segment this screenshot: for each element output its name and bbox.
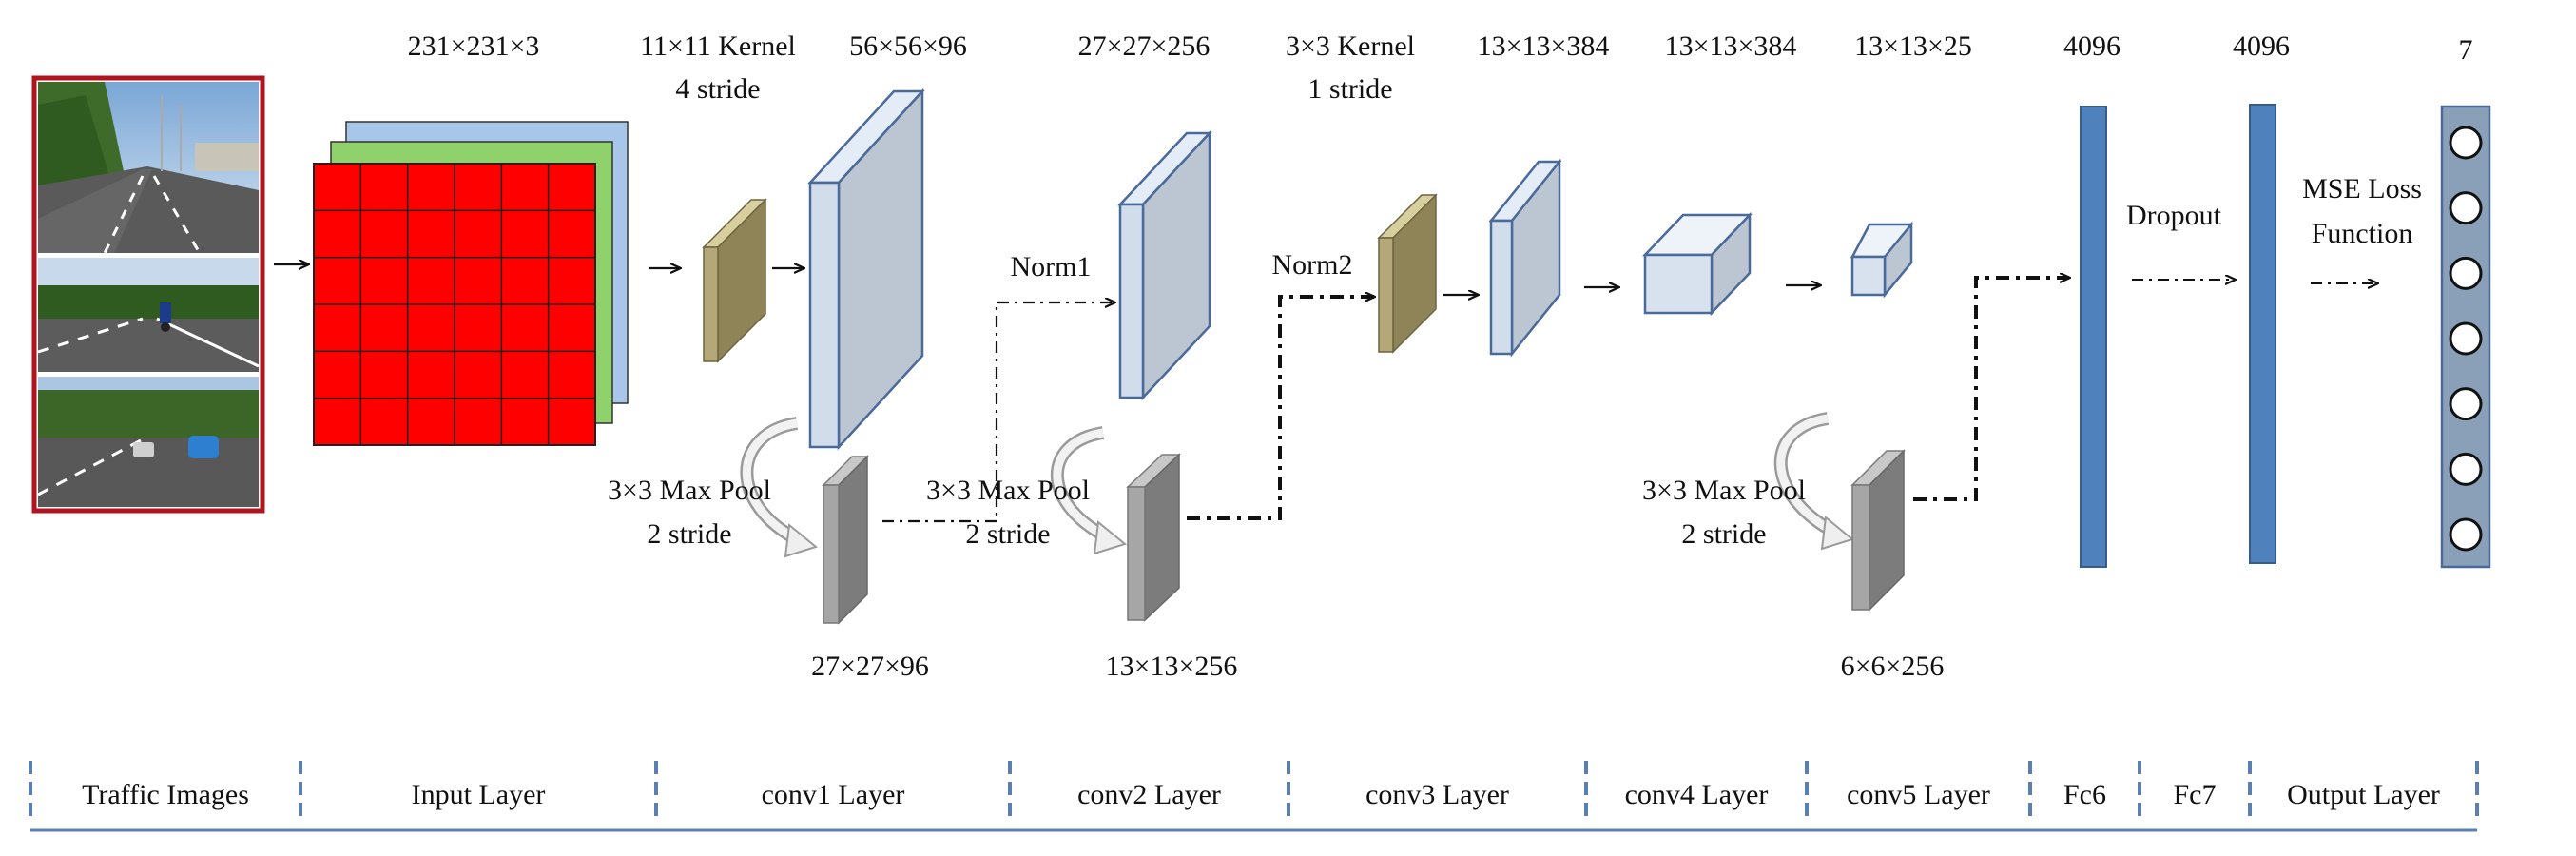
norm1-label: Norm1 (1011, 251, 1092, 282)
norm2-label: Norm2 (1272, 249, 1353, 281)
conv5-feature-map (1850, 221, 1914, 299)
output-dims-label: 7 (2459, 34, 2473, 66)
traffic-image-3 (37, 377, 259, 507)
conv2-feature-map (1117, 129, 1212, 401)
fc6-dims-label: 4096 (2063, 30, 2121, 62)
stage-label: conv1 Layer (762, 779, 905, 810)
fc7-dims-label: 4096 (2233, 30, 2290, 62)
conv2-dims-label: 27×27×256 (1078, 30, 1211, 62)
pool1-block (822, 455, 869, 625)
stage-label: conv4 Layer (1625, 779, 1769, 810)
kernel3-block (1377, 193, 1438, 354)
pool1-label-line1: 3×3 Max Pool (608, 475, 771, 506)
output-node (2449, 387, 2483, 421)
dropout-label: Dropout (2126, 200, 2222, 231)
kernel1-size-label: 11×11 Kernel (640, 30, 796, 62)
stage-label: Fc6 (2063, 779, 2106, 810)
stage-label: Traffic Images (82, 779, 249, 810)
output-layer (2440, 105, 2491, 569)
kernel3-stride-label: 1 stride (1307, 73, 1392, 105)
pool3-label-line1: 3×3 Max Pool (1642, 475, 1806, 506)
pool3-label-line2: 2 stride (1681, 518, 1766, 550)
pool1-label-line2: 2 stride (647, 518, 731, 550)
traffic-image-2 (37, 258, 260, 372)
pool2-block (1126, 453, 1181, 622)
conv1-feature-map (807, 88, 925, 451)
stage-label: conv2 Layer (1077, 779, 1221, 810)
conv3-feature-map (1488, 158, 1562, 358)
kernel1-stride-label: 4 stride (675, 73, 760, 105)
stage-label: conv3 Layer (1365, 779, 1509, 810)
pool2-label-line2: 2 stride (965, 518, 1050, 550)
conv1-dims-label: 56×56×96 (849, 30, 967, 62)
stage-label: Fc7 (2174, 779, 2217, 810)
kernel3-size-label: 3×3 Kernel (1286, 30, 1415, 62)
input-dims-label: 231×231×3 (408, 30, 540, 62)
norm2-connector (1187, 297, 1374, 520)
conv5-dims-label: 13×13×25 (1854, 30, 1972, 62)
pool1-dims-label: 27×27×96 (811, 651, 929, 682)
conv4-dims-label: 13×13×384 (1665, 30, 1797, 62)
loss-label-line1: MSE Loss (2302, 173, 2422, 204)
stage-bar: Traffic Images Input Layer conv1 Layer conv… (29, 761, 2479, 832)
output-node (2449, 126, 2483, 160)
norm1-connector (882, 302, 1114, 523)
fc6-bar (2080, 106, 2107, 568)
pool3-dims-label: 6×6×256 (1841, 651, 1945, 682)
stage-label: Output Layer (2287, 779, 2440, 810)
kernel1-block (702, 198, 767, 363)
stage-label: conv5 Layer (1847, 779, 1990, 810)
traffic-image-1 (38, 82, 259, 254)
stage-label: Input Layer (412, 779, 546, 810)
pool2-dims-label: 13×13×256 (1106, 651, 1238, 682)
output-node (2449, 517, 2483, 552)
pool3-block (1850, 449, 1906, 612)
output-node (2449, 321, 2483, 356)
output-node (2449, 256, 2483, 290)
input-layer-stack (313, 121, 629, 446)
conv3-dims-label: 13×13×384 (1478, 30, 1610, 62)
pool3-to-fc6-connector (1913, 278, 2069, 501)
output-node (2449, 191, 2483, 225)
traffic-images-panel (31, 75, 265, 514)
output-node (2449, 452, 2483, 486)
input-channel-red (313, 163, 596, 446)
pool2-label-line1: 3×3 Max Pool (926, 475, 1090, 506)
conv4-feature-map (1642, 211, 1753, 317)
fc7-bar (2249, 104, 2276, 564)
loss-label-line2: Function (2312, 218, 2413, 249)
